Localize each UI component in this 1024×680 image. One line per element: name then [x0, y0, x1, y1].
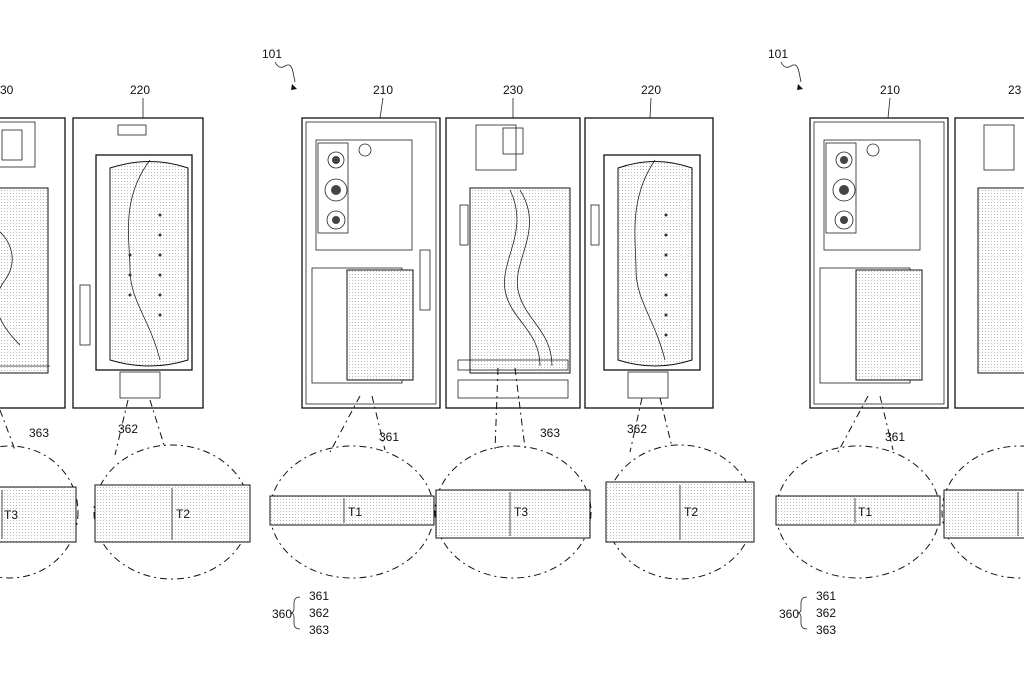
legend-group-label-right: 360	[779, 607, 799, 621]
label-hinge-partial: 30	[0, 83, 14, 97]
first-housing-right	[809, 117, 949, 409]
detail-circle-t1: T1	[269, 395, 435, 579]
legend-brace-icon	[289, 596, 301, 630]
label-layer-2-left: 362	[118, 422, 138, 436]
battery-1	[346, 269, 414, 381]
label-second-housing: 220	[130, 83, 150, 97]
leader-101	[274, 61, 296, 83]
detail-circle-t2: T2	[605, 397, 755, 580]
label-layer-3-left: 363	[29, 426, 49, 440]
arrow-101-right-icon	[797, 84, 803, 90]
battery-3	[469, 187, 571, 374]
center-figure: 101 210 230 220	[262, 47, 755, 637]
arrow-101-icon	[291, 84, 297, 90]
legend-item-361: 361	[309, 589, 329, 603]
label-layer-2: 362	[627, 422, 647, 436]
right-partial-figure: 101 210 23 361 T1	[768, 47, 1024, 637]
label-device-right: 101	[768, 47, 788, 61]
legend-item-363: 363	[309, 623, 329, 637]
label-layer-1: 361	[379, 430, 399, 444]
label-layer-1-right: 361	[885, 430, 905, 444]
label-second-housing-center: 220	[641, 83, 661, 97]
dimension-t3-left: T3	[4, 508, 18, 522]
label-first-housing-right: 210	[880, 83, 900, 97]
dimension-t2-left: T2	[176, 507, 190, 521]
hinge-housing-right-partial	[954, 117, 1024, 409]
label-first-housing: 210	[373, 83, 393, 97]
legend-item-362: 362	[309, 606, 329, 620]
hinge-housing	[445, 117, 581, 409]
second-housing	[584, 117, 714, 409]
label-hinge-right-partial: 23	[1008, 83, 1022, 97]
detail-circle-partial-right	[941, 445, 1024, 579]
layer-legend-right: 360 361 362 363	[779, 589, 836, 637]
battery-2	[617, 161, 693, 367]
second-housing-partial	[72, 117, 204, 409]
detail-circle-t3: T3	[434, 367, 592, 579]
dimension-t3: T3	[514, 505, 528, 519]
label-device: 101	[262, 47, 282, 61]
dimension-t1-right: T1	[858, 505, 872, 519]
detail-circle-t1-right: T1	[775, 395, 941, 579]
dimension-t2: T2	[684, 505, 698, 519]
detail-circle-t2-left: T2	[93, 399, 251, 580]
legend-item-361-right: 361	[816, 589, 836, 603]
first-housing	[301, 117, 441, 409]
legend-item-363-right: 363	[816, 623, 836, 637]
label-hinge: 230	[503, 83, 523, 97]
camera-module-icon	[317, 142, 372, 234]
battery-dot-row	[128, 213, 162, 317]
dimension-t1: T1	[348, 505, 362, 519]
hinge-panel-partial	[0, 117, 66, 409]
label-layer-3: 363	[540, 426, 560, 440]
legend-group-label: 360	[272, 607, 292, 621]
detail-circle-t3-left: T3	[0, 409, 79, 579]
legend-item-362-right: 362	[816, 606, 836, 620]
layer-legend: 360 361 362 363	[272, 589, 329, 637]
left-partial-figure: 30 220 363 362 T3 T2	[0, 83, 251, 580]
legend-brace-right-icon	[796, 596, 808, 630]
